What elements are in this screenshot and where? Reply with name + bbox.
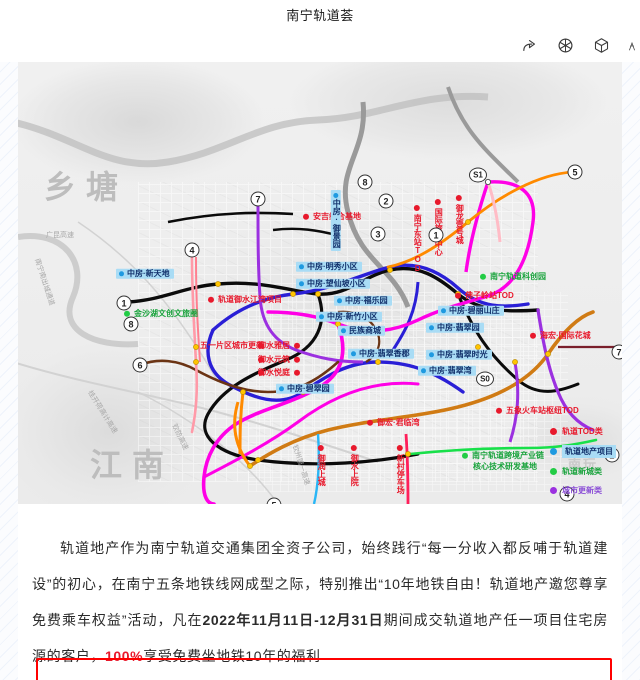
map-label-wuyi-renewal[interactable]: 五一片区城市更新: [200, 340, 264, 350]
share-icon[interactable]: [518, 34, 540, 56]
cube-icon[interactable]: [590, 34, 612, 56]
article-percent: 100%: [105, 648, 144, 664]
map-node-s0[interactable]: S0: [476, 371, 494, 387]
map-label-yuhong-junlinwan[interactable]: 御宏·君临湾: [367, 418, 420, 427]
map-watermark: 南玩: [568, 457, 599, 472]
page-background: 乡塘 江南 南玩 广昆高速 南宁南出城通道 桂开荷高计高速 钦防高速 钦州第一高…: [0, 62, 640, 680]
map-label-kuajing-chain[interactable]: 南宁轨道跨境产业链: [462, 451, 544, 460]
legend-dot-green: [550, 468, 557, 475]
map-label-minzu-mall[interactable]: 民族商城: [338, 325, 385, 337]
legend-item-property[interactable]: 轨道地产项目: [550, 445, 616, 458]
map-label-jinshahu[interactable]: 金沙湖文创文旅圈: [124, 309, 198, 318]
map-label-yushui-shangyuan[interactable]: 御水上院: [350, 444, 359, 486]
map-node-1-center[interactable]: 1: [428, 227, 444, 243]
map-node-8-north[interactable]: 8: [357, 174, 373, 190]
map-node-2-north[interactable]: 2: [378, 193, 394, 209]
map-label-bili-shanzhuang[interactable]: 中房·碧丽山庄: [438, 305, 504, 317]
map-label-haihong-guoji[interactable]: 海宏·国际花城: [530, 331, 591, 340]
map-label-bicuiyuan[interactable]: 中房·碧翠园: [276, 383, 334, 395]
legend-item-renewal[interactable]: 城市更新类: [550, 485, 616, 496]
map-label-feicui-xiangjun[interactable]: 中房·翡翠香郡: [348, 348, 414, 360]
road-name: 广昆高速: [46, 232, 74, 239]
legend-item-tod[interactable]: 轨道TOD类: [550, 426, 616, 437]
page-title: 南宁轨道荟: [286, 7, 354, 23]
legend-label: 城市更新类: [562, 486, 602, 495]
map-node-4-southeast[interactable]: 4: [559, 486, 575, 502]
map-watermark: 江南: [90, 447, 175, 483]
map-label-yushui-yuanzhu[interactable]: 御水元筑: [258, 355, 300, 364]
map-node-8-west[interactable]: 8: [123, 316, 139, 332]
article-sheet: 乡塘 江南 南玩 广昆高速 南宁南出城通道 桂开荷高计高速 钦防高速 钦州第一高…: [18, 62, 622, 680]
article-paragraph: 轨道地产作为南宁轨道交通集团全资子公司，始终践行“每一分收入都反哺于轨道建设”的…: [32, 530, 608, 674]
map-label-kuajing-chain-line2: 核心技术研发基地: [473, 461, 537, 471]
legend-label: 轨道地产项目: [562, 445, 616, 458]
map-node-1-west[interactable]: 1: [116, 295, 132, 311]
legend-item-newtown[interactable]: 轨道新城类: [550, 466, 616, 477]
map-label-xintiandi[interactable]: 中房·新天地: [116, 268, 174, 280]
article-body: 轨道地产作为南宁轨道交通集团全资子公司，始终践行“每一分收入都反哺于轨道建设”的…: [18, 504, 622, 674]
map-label-yurun-shangcheng[interactable]: 御润上城: [317, 444, 326, 486]
map-label-yushui-jiangwan[interactable]: 轨道御水江湾项目: [208, 295, 282, 304]
legend-dot-blue: [550, 448, 557, 455]
legend-dot-purple: [550, 487, 557, 494]
map-label-kechuangyuan[interactable]: 南宁轨道科创园: [480, 272, 546, 281]
map-label-feicui-shiguang[interactable]: 中房·翡翠时光: [426, 349, 492, 361]
article-text-part3: 享受免费坐地铁10年的福利: [143, 648, 321, 664]
map-label-feicuiwan[interactable]: 中房·翡翠湾: [418, 365, 476, 377]
map-label-nanning-east-tod[interactable]: 南宁东站TOD: [413, 204, 422, 273]
map-label-fulenyuan[interactable]: 中房·福乐园: [334, 295, 392, 307]
map-label-yulong-city[interactable]: 御龙壹号城: [455, 194, 464, 244]
map-node-4-north[interactable]: 4: [184, 242, 200, 258]
legend-dot-red: [550, 428, 557, 435]
map-label-yushui-yueting[interactable]: 御水悦庭: [258, 368, 300, 377]
toolbar: [0, 28, 640, 62]
map-node-6[interactable]: 6: [132, 357, 148, 373]
map-node-7[interactable]: 7: [250, 191, 266, 207]
map-label-yujingyuan[interactable]: 中房·御景园: [330, 190, 342, 251]
map-node-5-north[interactable]: 5: [567, 164, 583, 180]
map-legend: 轨道TOD类 轨道地产项目 轨道新城类 城市更新类: [550, 426, 616, 496]
map-label-foziling-tod[interactable]: 佛子岭站TOD: [455, 291, 514, 300]
map-label-mingxiu[interactable]: 中房·明秀小区: [296, 261, 362, 273]
metro-map[interactable]: 乡塘 江南 南玩 广昆高速 南宁南出城通道 桂开荷高计高速 钦防高速 钦州第一高…: [18, 62, 622, 504]
titlebar: 南宁轨道荟: [0, 0, 640, 28]
legend-label: 轨道TOD类: [562, 427, 603, 436]
map-watermark: 乡塘: [44, 169, 129, 205]
aperture-icon[interactable]: [554, 34, 576, 56]
article-promo-date: 2022年11月11日-12月31日: [202, 612, 384, 628]
map-label-wangxianpo[interactable]: 中房·望仙坡小区: [296, 278, 370, 290]
map-node-3[interactable]: 3: [370, 226, 386, 242]
map-node-s1[interactable]: S1: [469, 167, 487, 183]
legend-label: 轨道新城类: [562, 467, 602, 476]
map-node-7-east[interactable]: 7: [611, 344, 622, 360]
map-label-xincun-parking[interactable]: 新村停车场: [396, 444, 405, 494]
map-label-wuxiang-station-tod[interactable]: 五象火车站枢纽TOD: [496, 406, 579, 415]
article-text-part1: 轨道地产作为南宁轨道交通集团全资子公司，始终践行“每一分收入都反哺于轨道建设”的…: [32, 540, 608, 592]
map-label-xinzhu[interactable]: 中房·新竹小区: [316, 311, 382, 323]
article-text-part2-pre: 道地产邀您尊享免费乘车权益”活动，凡在: [32, 576, 608, 628]
article-text-part2-post: 期间成交轨道地产任一项目住宅房源的客户，: [32, 612, 608, 664]
map-label-yushui-yaju[interactable]: 御水雅居: [258, 341, 300, 350]
person-icon[interactable]: [626, 34, 638, 56]
map-label-feicuiyuan[interactable]: 中房·翡翠园: [426, 322, 484, 334]
